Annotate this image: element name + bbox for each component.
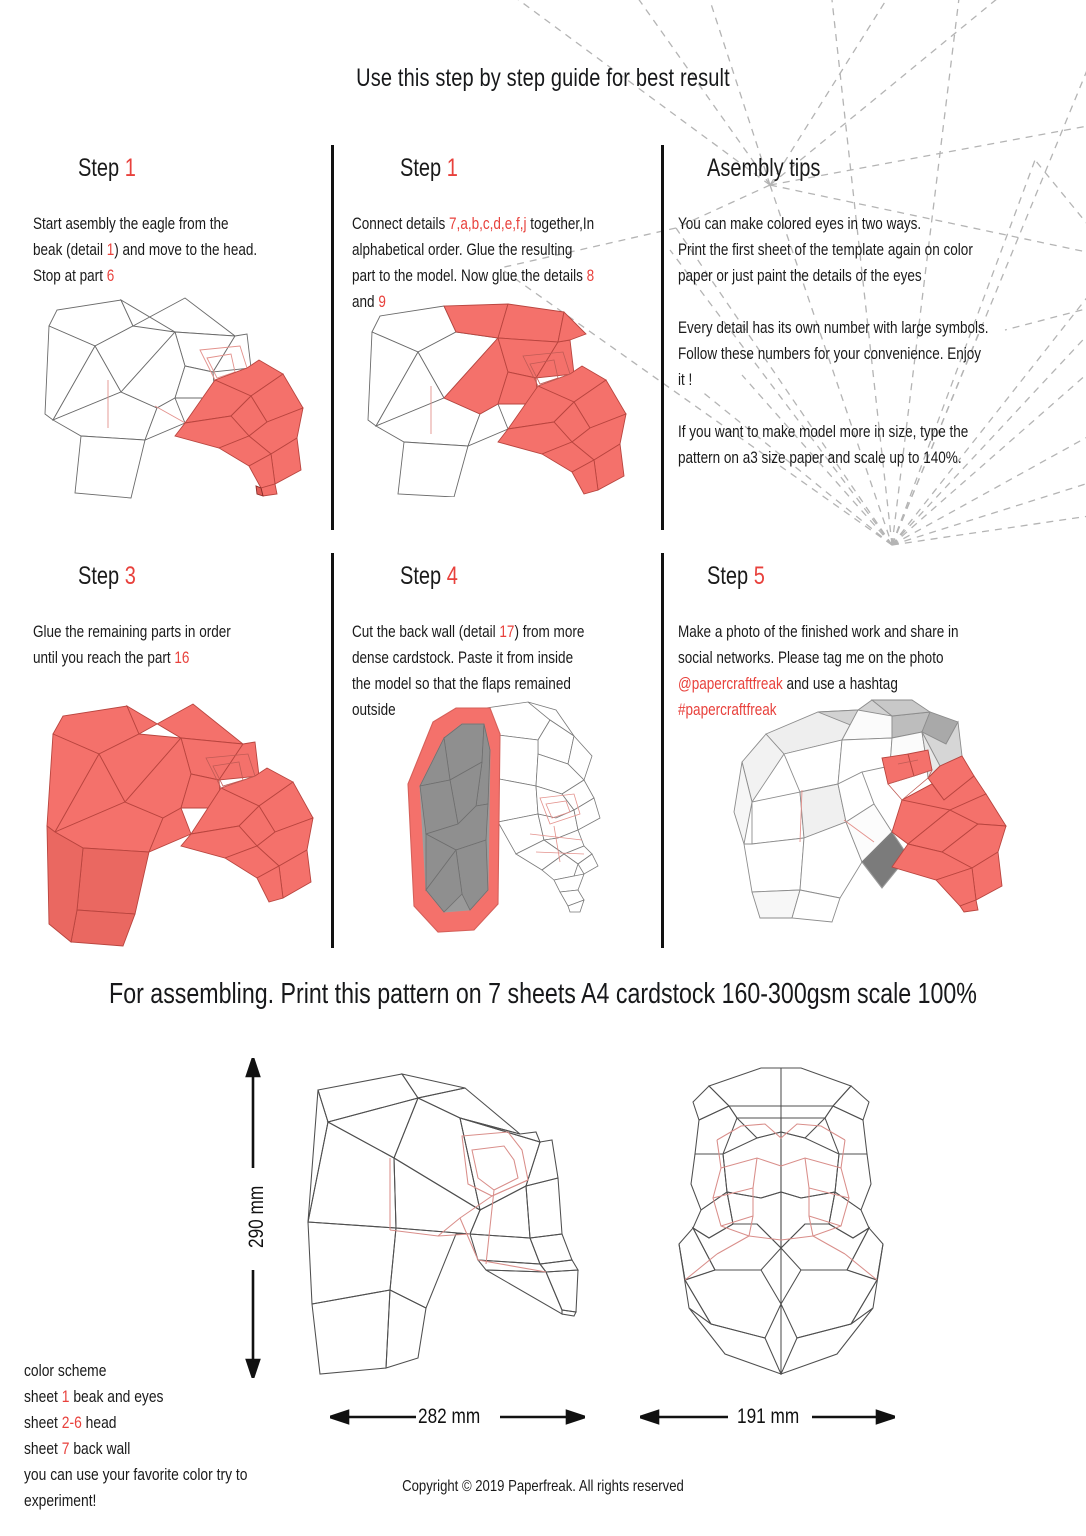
text-line: social networks. Please tag me on the ph… (678, 649, 944, 667)
text-line: You can make colored eyes in two ways. (678, 215, 922, 233)
step-4-title: Step 4 (400, 562, 458, 591)
text-line: Every detail has its own number with lar… (678, 319, 989, 337)
step-1-title-label: Step (78, 154, 120, 182)
step-1-text: Start asembly the eagle from the beak (de… (33, 211, 257, 289)
assembling-instruction: For assembling. Print this pattern on 7 … (109, 978, 977, 1010)
text-line: experiment! (24, 1492, 97, 1510)
step-2-title-label: Step (400, 154, 442, 182)
column-divider-1 (331, 145, 334, 530)
text-line: sheet 7 back wall (24, 1440, 131, 1458)
step-4-title-label: Step (400, 562, 442, 590)
pattern-front-view (678, 1067, 884, 1375)
assembly-tips-text: You can make colored eyes in two ways. Pr… (678, 211, 989, 471)
text-line (678, 289, 989, 315)
text-line: you can use your favorite color try to (24, 1466, 248, 1484)
front-width-dimension-arrow (640, 1409, 895, 1425)
text-line: alphabetical order. Glue the resulting (352, 241, 573, 259)
text-line: Stop at part 6 (33, 267, 115, 285)
text-line: pattern on a3 size paper and scale up to… (678, 449, 962, 467)
step-5-title: Step 5 (707, 562, 765, 591)
text-line: the model so that the flaps remained (352, 675, 571, 693)
text-line: Print the first sheet of the template ag… (678, 241, 973, 259)
text-line: and 9 (352, 293, 386, 311)
column-divider-4 (661, 553, 664, 948)
assembly-tips-title: Asembly tips (707, 154, 820, 183)
step-2-title-number: 1 (446, 154, 458, 182)
step-1-figure (44, 297, 304, 499)
text-line: it ! (678, 371, 693, 389)
text-line: dense cardstock. Paste it from inside (352, 649, 574, 667)
text-line: Follow these numbers for your convenienc… (678, 345, 982, 363)
text-line: outside (352, 701, 396, 719)
step-5-title-number: 5 (753, 562, 765, 590)
text-line: beak (detail 1) and move to the head. (33, 241, 258, 259)
step-5-title-label: Step (707, 562, 749, 590)
step-3-figure (46, 703, 314, 947)
step-4-title-number: 4 (446, 562, 458, 590)
step-3-title-label: Step (78, 562, 120, 590)
text-line: Glue the remaining parts in order (33, 623, 231, 641)
side-width-dimension-arrow (330, 1409, 585, 1425)
height-dimension-label: 290 mm (245, 1185, 268, 1248)
step-5-text: Make a photo of the finished work and sh… (678, 619, 959, 723)
side-width-dimension-label: 282 mm (418, 1405, 481, 1428)
pattern-side-view (307, 1073, 579, 1375)
column-divider-2 (661, 145, 664, 530)
step-2-title: Step 1 (400, 154, 458, 183)
text-line: Make a photo of the finished work and sh… (678, 623, 959, 641)
step-3-title: Step 3 (78, 562, 136, 591)
text-line: #papercraftfreak (678, 701, 777, 719)
step-3-title-number: 3 (124, 562, 136, 590)
text-line: Start asembly the eagle from the (33, 215, 229, 233)
text-line: color scheme (24, 1362, 107, 1380)
assembly-tips-title-label: Asembly tips (707, 154, 821, 182)
text-line: paper or just paint the details of the e… (678, 267, 922, 285)
text-line: sheet 2-6 head (24, 1414, 117, 1432)
text-line (678, 393, 989, 419)
step-5-figure (733, 699, 1007, 923)
front-width-dimension-label: 191 mm (737, 1405, 800, 1428)
copyright-notice: Copyright © 2019 Paperfreak. All rights … (402, 1478, 684, 1495)
text-line: sheet 1 beak and eyes (24, 1388, 164, 1406)
step-1-title: Step 1 (78, 154, 136, 183)
text-line: @papercraftfreak and use a hashtag (678, 675, 898, 693)
step-1-title-number: 1 (124, 154, 136, 182)
step-2-text: Connect details 7,a,b,c,d,e,f,j together… (352, 211, 594, 315)
text-line: Cut the back wall (detail 17) from more (352, 623, 585, 641)
text-line: If you want to make model more in size, … (678, 423, 969, 441)
column-divider-3 (331, 553, 334, 948)
page-title: Use this step by step guide for best res… (356, 64, 730, 92)
text-line: Connect details 7,a,b,c,d,e,f,j together… (352, 215, 595, 233)
step-3-text: Glue the remaining parts in order until y… (33, 619, 231, 671)
text-line: until you reach the part 16 (33, 649, 190, 667)
text-line: part to the model. Now glue the details … (352, 267, 595, 285)
step-4-figure (407, 701, 601, 933)
step-4-text: Cut the back wall (detail 17) from more d… (352, 619, 584, 723)
color-scheme-legend: color scheme sheet 1 beak and eyes sheet 2… (24, 1358, 247, 1514)
height-dimension-arrow (245, 1058, 261, 1378)
